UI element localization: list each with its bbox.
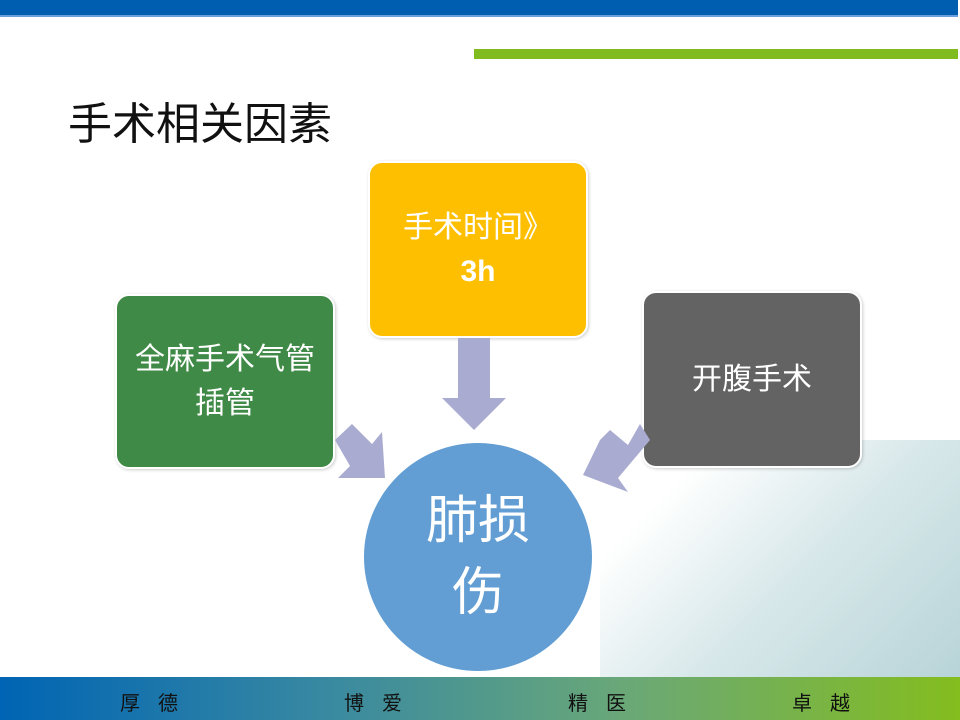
top-green-bar	[474, 49, 958, 59]
center-label: 肺损伤	[425, 491, 530, 623]
box-right-label: 开腹手术	[692, 361, 812, 397]
background-decoration	[600, 440, 960, 677]
lung-injury-circle: 肺损伤	[362, 441, 594, 673]
box-top-value: 3h	[460, 254, 496, 288]
footer-motto-4: 卓越	[792, 691, 868, 715]
arrow-right-diag-icon	[583, 424, 650, 492]
arrow-down-icon	[442, 338, 506, 430]
arrow-left-diag-icon	[335, 424, 385, 478]
box-left-label: 全麻手术气管插管	[135, 341, 315, 421]
box-general-anesthesia: 全麻手术气管插管	[115, 294, 335, 469]
footer-motto-3: 精医	[568, 691, 644, 715]
footer-bar: 厚德 博爱 精医 卓越	[0, 677, 960, 720]
box-top-label: 手术时间》	[403, 209, 553, 245]
box-open-abdominal: 开腹手术	[642, 291, 862, 468]
footer-motto-2: 博爱	[344, 691, 420, 715]
slide-title: 手术相关因素	[68, 99, 332, 150]
box-surgery-time: 手术时间》 3h	[368, 161, 588, 338]
top-blue-bar	[0, 0, 958, 17]
footer-motto-1: 厚德	[120, 691, 196, 715]
